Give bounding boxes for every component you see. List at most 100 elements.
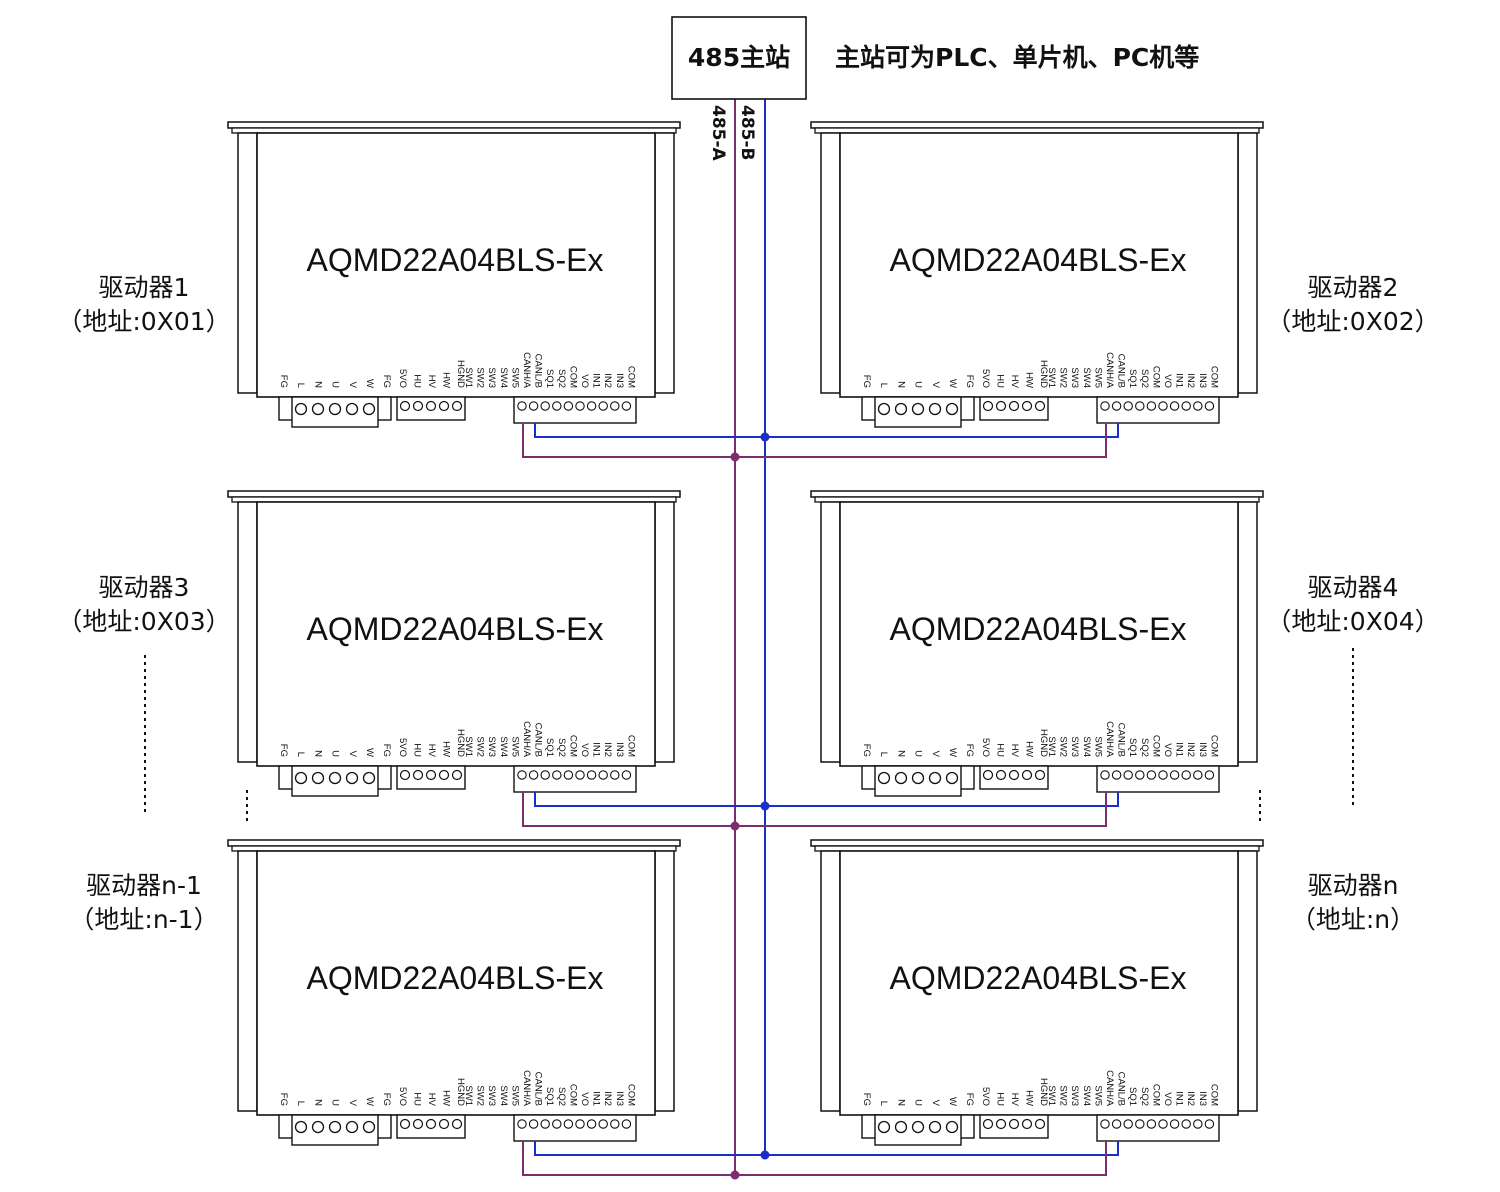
terminal-screw: [517, 401, 527, 411]
pin-label: W: [947, 379, 958, 388]
terminal-screw: [598, 770, 608, 780]
pin-label: FG: [278, 1093, 289, 1106]
pin-label: U: [330, 750, 341, 757]
terminal-screw: [982, 400, 994, 412]
terminal-screw: [1034, 1118, 1046, 1130]
terminal-screw: [425, 400, 437, 412]
pin-label: SW2: [475, 367, 486, 388]
pin-label: FG: [861, 744, 872, 757]
pin-label: V: [347, 382, 358, 389]
driver-body: [256, 501, 656, 767]
right-heat-sink: [1237, 132, 1258, 394]
pin-label: U: [330, 1099, 341, 1106]
right-heat-sink: [654, 850, 675, 1112]
terminal-screw: [1146, 770, 1157, 780]
pin-label: IN1: [591, 373, 602, 388]
pin-label: HU: [412, 1092, 423, 1106]
pin-label: COM: [625, 735, 636, 757]
terminal-screw: [412, 1118, 424, 1130]
terminal-screw: [1135, 1119, 1145, 1129]
pin-label: SW3: [486, 736, 497, 757]
pin-label: SW4: [1081, 1085, 1092, 1106]
pin-label: HW: [441, 741, 452, 757]
pin-label: SW3: [1069, 367, 1080, 388]
pin-label: L: [295, 752, 306, 757]
terminal-screw: [911, 1120, 925, 1134]
terminal-screw: [1111, 770, 1122, 780]
terminal-screw: [1135, 770, 1145, 780]
terminal-screw: [1135, 401, 1145, 411]
terminal-screw: [575, 1119, 585, 1129]
bus-a-junction: [730, 821, 740, 831]
terminal-screw: [586, 1119, 597, 1129]
pin-label: SW1: [1046, 1085, 1057, 1106]
terminal-screw: [610, 1119, 620, 1129]
terminal-screw: [563, 770, 574, 780]
pin-label: COM: [625, 1084, 636, 1106]
pin-label: U: [330, 381, 341, 388]
terminal-screw: [451, 1118, 463, 1130]
pin-label: N: [895, 750, 906, 757]
terminal-screw: [294, 402, 308, 416]
terminal-screw: [1034, 400, 1046, 412]
pin-label: HU: [412, 374, 423, 388]
pin-label: SW2: [1058, 1085, 1069, 1106]
bus-b-junction: [760, 432, 770, 442]
pin-label: COM: [1208, 1084, 1219, 1106]
driver-model-label: AQMD22A04BLS-Ex: [306, 242, 603, 278]
terminal-screw: [1158, 770, 1168, 780]
driver-3-address: （地址:0X03）: [57, 607, 230, 636]
terminal-screw: [1193, 770, 1203, 780]
terminal-screw: [362, 771, 376, 785]
pin-label: IN2: [1185, 742, 1196, 757]
pin-label: HGND: [455, 1078, 466, 1106]
mounting-flange: [227, 490, 681, 498]
left-heat-sink: [237, 850, 258, 1112]
bus-a-label: 485-A: [708, 105, 728, 162]
bus-a-branch-row-1: [522, 423, 1107, 458]
bus-b-junction: [760, 1150, 770, 1160]
terminal-screw: [1100, 401, 1110, 411]
driver-body: [839, 132, 1239, 398]
terminal-screw: [1111, 1119, 1122, 1129]
terminal-screw: [1123, 401, 1133, 411]
bus-a-junction: [730, 1170, 740, 1180]
pin-label: FG: [381, 1093, 392, 1106]
pin-label: CANH/A: [521, 1070, 532, 1107]
terminal-screw: [575, 401, 585, 411]
terminal-screw: [399, 769, 411, 781]
pin-label: SW2: [1058, 367, 1069, 388]
terminal-screw: [362, 402, 376, 416]
pin-label: VO: [579, 1092, 590, 1106]
pin-label: W: [947, 748, 958, 757]
pin-label: FG: [964, 744, 975, 757]
bus-b-branch-row-2: [534, 792, 1119, 807]
pin-label: COM: [567, 366, 578, 388]
pin-label: SQ1: [544, 369, 555, 388]
terminal-screw: [328, 1120, 342, 1134]
driver-4-address: （地址:0X04）: [1266, 607, 1439, 636]
terminal-screw: [621, 1119, 632, 1129]
pin-label: CANL/B: [533, 723, 544, 757]
pin-label: SW4: [498, 736, 509, 757]
terminal-screw: [1158, 1119, 1168, 1129]
pin-label: L: [295, 1101, 306, 1106]
terminal-screw: [995, 1118, 1007, 1130]
pin-label: SQ1: [544, 738, 555, 757]
pin-label: FG: [278, 375, 289, 388]
pin-label: SQ2: [556, 738, 567, 757]
pin-label: FG: [381, 375, 392, 388]
pin-label: SW2: [475, 736, 486, 757]
terminal-screw: [586, 770, 597, 780]
pin-label: SW2: [1058, 736, 1069, 757]
driver-1-name: 驱动器1: [99, 273, 190, 302]
pin-label: SQ2: [556, 1087, 567, 1106]
pin-label: COM: [1208, 366, 1219, 388]
terminal-screw: [1204, 1119, 1215, 1129]
bus-b-branch-row-1: [534, 423, 1119, 438]
pin-label: SQ1: [544, 1087, 555, 1106]
pin-label: HW: [441, 372, 452, 388]
terminal-screw: [540, 401, 550, 411]
mounting-flange: [810, 121, 1264, 129]
pin-label: VO: [1162, 743, 1173, 757]
